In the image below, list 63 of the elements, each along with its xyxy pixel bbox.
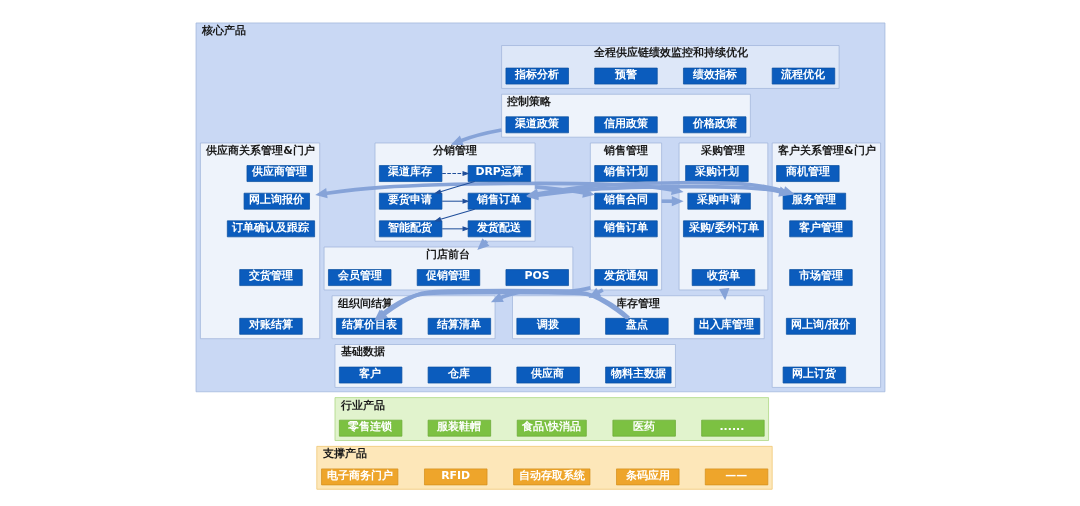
node-box: 零售连锁 [338,419,402,437]
node-box: 信用政策 [593,115,658,133]
node-box: 客户 [338,366,402,383]
node-box: 销售订单 [593,219,658,237]
node-box: ...... [700,419,765,437]
node-box: RFID [423,468,487,485]
node-box: 发货配送 [467,219,531,237]
arrow [661,195,684,206]
node-box: 交货管理 [238,268,303,286]
node-box: 采购申请 [686,192,751,210]
node-box: —— [704,468,768,485]
node-box: 网上询/报价 [785,317,856,335]
arrow [433,208,475,222]
node-box: 条码应用 [615,468,679,485]
arrow [441,170,470,176]
node-box: 智能配货 [378,219,442,237]
node-box: 订单确认及跟踪 [226,219,315,237]
arrow [441,198,470,204]
node-box: DRP运算 [467,164,531,182]
arrow [441,225,470,231]
node-box: 服装鞋帽 [427,419,491,437]
node-box: 供应商管理 [246,164,313,182]
arrow [433,180,475,194]
node-box: 市场管理 [788,268,853,286]
node-box: 采购计划 [684,164,749,182]
node-box: 绩效指标 [682,67,746,84]
node-box: 结算清单 [427,317,491,335]
node-box: 要货申请 [378,192,442,210]
node-box: 调拨 [516,317,580,335]
node-box: 发货通知 [593,268,658,286]
node-box: 商机管理 [775,164,839,182]
node-box: 电子商务门户 [320,468,398,485]
arrow [450,127,502,145]
node-box: 价格政策 [682,115,746,133]
node-box: 结算价目表 [335,317,402,335]
node-box: 收货单 [691,268,755,286]
node-box: 渠道库存 [378,164,442,182]
node-box: 物料主数据 [604,366,671,383]
node-box: 流程优化 [771,67,835,84]
node-box: 仓库 [427,366,491,383]
node-box: 指标分析 [505,67,569,84]
node-box: 自动存取系统 [512,468,590,485]
node-box: 网上订货 [782,366,846,383]
node-box: 采购/委外订单 [682,219,764,237]
node-box: 食品\快消品 [516,419,587,437]
node-box: 医药 [612,419,676,437]
node-box: 促销管理 [416,268,480,286]
node-box: 渠道政策 [505,115,569,133]
node-box: 会员管理 [327,268,391,286]
node-box: 供应商 [516,366,580,383]
node-box: 销售订单 [467,192,531,210]
node-box: 客户管理 [788,219,853,237]
node-box: 销售合同 [593,192,658,210]
node-box: 服务管理 [782,192,846,210]
node-box: 网上询报价 [243,192,310,210]
node-box: 对账结算 [238,317,303,335]
arrow [534,184,595,198]
node-box: 预警 [593,67,658,84]
arrow [490,285,591,302]
node-box: POS [505,268,569,286]
node-box: 出入库管理 [693,317,760,335]
node-box: 销售计划 [593,164,658,182]
node-box: 盘点 [604,317,669,335]
